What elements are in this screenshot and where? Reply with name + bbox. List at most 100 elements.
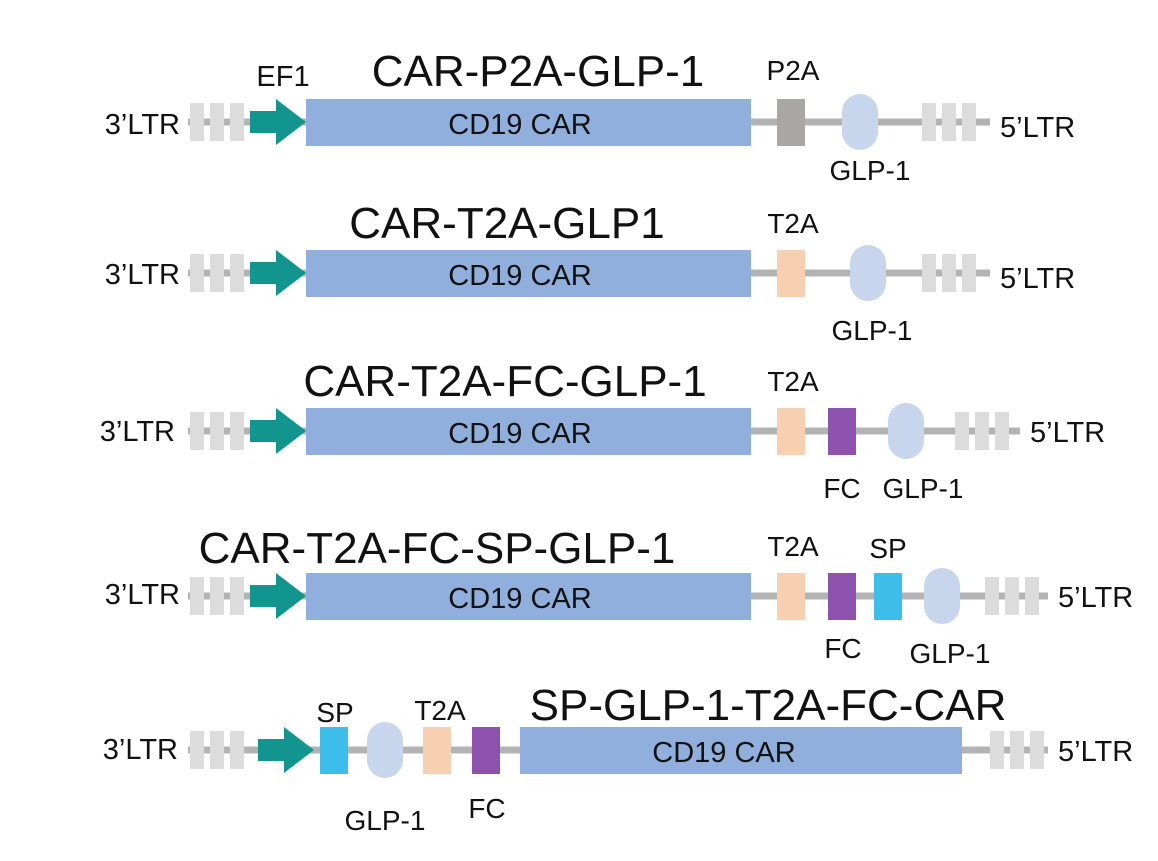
t2a-label: T2A <box>414 695 466 726</box>
car-label: CD19 CAR <box>448 109 591 141</box>
ltr-block <box>230 254 244 292</box>
ltr-block <box>230 103 244 141</box>
ltr-block <box>955 412 969 450</box>
promoter-arrow-icon <box>258 727 314 773</box>
left-ltr-blocks <box>190 412 244 450</box>
promoter-arrow-icon <box>250 408 306 454</box>
ltr-block <box>190 103 204 141</box>
p2a-label: P2A <box>767 55 820 86</box>
ltr-block <box>922 254 936 292</box>
construct-1: CAR-P2A-GLP-1 EF1 3’LTR CD19 CAR P2A GLP… <box>105 47 1075 186</box>
glp1-element <box>888 403 924 459</box>
left-ltr-label: 3’LTR <box>103 734 178 766</box>
ltr-block <box>190 254 204 292</box>
car-label: CD19 CAR <box>448 260 591 292</box>
ltr-block <box>210 577 224 615</box>
ltr-block <box>1030 731 1044 769</box>
glp1-element <box>367 722 403 778</box>
glp1-element <box>850 245 886 301</box>
ltr-block <box>210 103 224 141</box>
ltr-block <box>985 577 999 615</box>
ltr-block <box>230 731 244 769</box>
construct-name: CAR-T2A-FC-GLP-1 <box>303 357 706 406</box>
glp1-label: GLP-1 <box>910 638 991 669</box>
fc-element <box>472 727 500 774</box>
t2a-label: T2A <box>767 531 819 562</box>
fc-label: FC <box>468 793 505 824</box>
ltr-block <box>190 412 204 450</box>
right-ltr-blocks <box>990 731 1044 769</box>
construct-3: CAR-T2A-FC-GLP-1 3’LTR CD19 CAR T2A FC G… <box>100 357 1105 504</box>
right-ltr-blocks <box>922 254 976 292</box>
ltr-block <box>962 103 976 141</box>
ltr-block <box>230 412 244 450</box>
ltr-block <box>942 254 956 292</box>
right-ltr-label: 5’LTR <box>1030 417 1105 449</box>
ltr-block <box>922 103 936 141</box>
t2a-label: T2A <box>767 366 819 397</box>
fc-element <box>828 408 856 455</box>
glp1-label: GLP-1 <box>883 473 964 504</box>
construct-2: CAR-T2A-GLP1 3’LTR CD19 CAR T2A GLP-1 5’… <box>105 199 1075 346</box>
promoter-arrow-icon <box>250 250 306 296</box>
left-ltr-blocks <box>190 103 244 141</box>
car-box <box>306 408 751 455</box>
glp1-label: GLP-1 <box>830 155 911 186</box>
left-ltr-label: 3’LTR <box>105 109 180 141</box>
car-box <box>306 573 751 620</box>
ltr-block <box>1025 577 1039 615</box>
right-ltr-label: 5’LTR <box>1000 112 1075 144</box>
ltr-block <box>990 731 1004 769</box>
left-ltr-label: 3’LTR <box>105 579 180 611</box>
construct-5: SP-GLP-1-T2A-FC-CAR 3’LTR SP GLP-1 T2A F… <box>103 681 1133 836</box>
ltr-block <box>210 731 224 769</box>
construct-4: CAR-T2A-FC-SP-GLP-1 3’LTR CD19 CAR T2A F… <box>105 524 1133 669</box>
left-ltr-blocks <box>190 577 244 615</box>
right-ltr-blocks <box>955 412 1009 450</box>
fc-label: FC <box>823 473 860 504</box>
car-label: CD19 CAR <box>448 418 591 450</box>
right-ltr-blocks <box>985 577 1039 615</box>
ltr-block <box>210 412 224 450</box>
t2a-label: T2A <box>767 208 819 239</box>
glp1-label: GLP-1 <box>832 315 913 346</box>
left-ltr-blocks <box>190 254 244 292</box>
t2a-element <box>777 408 805 455</box>
t2a-element <box>423 727 451 774</box>
car-label: CD19 CAR <box>448 583 591 615</box>
construct-name: CAR-P2A-GLP-1 <box>372 47 705 96</box>
car-box <box>520 727 962 774</box>
right-ltr-label: 5’LTR <box>1000 263 1075 295</box>
ltr-block <box>230 577 244 615</box>
promoter-label: EF1 <box>256 61 309 93</box>
promoter-arrow-icon <box>250 99 306 145</box>
construct-name: CAR-T2A-GLP1 <box>349 199 664 248</box>
t2a-element <box>777 250 805 297</box>
p2a-element <box>777 99 805 146</box>
construct-name: CAR-T2A-FC-SP-GLP-1 <box>199 524 676 573</box>
ltr-block <box>995 412 1009 450</box>
glp1-label: GLP-1 <box>345 805 426 836</box>
sp-label: SP <box>316 697 353 728</box>
construct-name: SP-GLP-1-T2A-FC-CAR <box>530 681 1007 730</box>
ltr-block <box>190 577 204 615</box>
ltr-block <box>975 412 989 450</box>
car-label: CD19 CAR <box>652 737 795 769</box>
right-ltr-label: 5’LTR <box>1058 736 1133 768</box>
t2a-element <box>777 573 805 620</box>
fc-element <box>828 573 856 620</box>
car-box <box>306 99 751 146</box>
sp-element <box>320 727 348 774</box>
left-ltr-label: 3’LTR <box>100 416 175 448</box>
right-ltr-blocks <box>922 103 976 141</box>
fc-label: FC <box>824 633 861 664</box>
right-ltr-label: 5’LTR <box>1058 582 1133 614</box>
glp1-element <box>924 568 960 624</box>
ltr-block <box>942 103 956 141</box>
glp1-element <box>842 94 878 150</box>
sp-label: SP <box>869 533 906 564</box>
ltr-block <box>962 254 976 292</box>
sp-element <box>874 573 902 620</box>
left-ltr-label: 3’LTR <box>105 259 180 291</box>
